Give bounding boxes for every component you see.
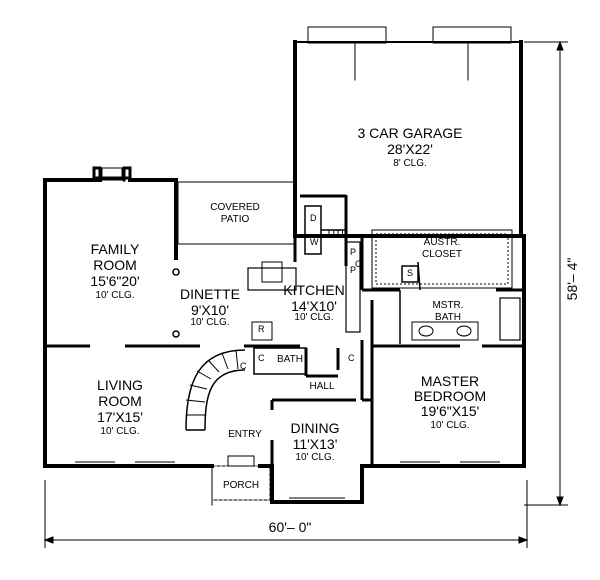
master-bedroom-name-line2: BEDROOM: [413, 388, 487, 404]
master-bedroom-size: 19'6"X15': [420, 403, 480, 419]
living-room-name-line1: LIVING: [97, 377, 143, 393]
master-bath-label-line1: MSTR.: [432, 300, 464, 311]
kitchen-size: 14'X10': [291, 298, 337, 314]
overall-depth-dimension: 58'– 4": [564, 257, 580, 301]
refrigerator-tag: R: [258, 324, 265, 334]
closet-label-line1: AUSTR.: [423, 237, 461, 248]
dining-ceiling: 10' CLG.: [295, 452, 335, 463]
patio-label-line2: PATIO: [220, 214, 250, 225]
washer-tag: W: [310, 237, 319, 247]
bath-closet-tag: C: [258, 353, 265, 363]
patio-label-line1: COVERED: [210, 202, 260, 213]
master-bedroom-ceiling: 10' CLG.: [430, 420, 470, 431]
util-label: UTIL.: [327, 229, 353, 240]
dinette-size: 9'X10': [190, 302, 230, 318]
dinette-name: DINETTE: [180, 286, 240, 302]
garage-size: 28'X22': [387, 141, 433, 157]
living-room-name-line2: ROOM: [98, 393, 142, 409]
family-room-size: 15'6"20': [90, 273, 140, 289]
family-room-name-line1: FAMILY: [90, 241, 140, 257]
garage-ceiling: 8' CLG.: [393, 158, 427, 169]
interior-walls: [45, 194, 524, 502]
kitchen-ceiling: 10' CLG.: [294, 312, 334, 323]
garage-name: 3 CAR GARAGE: [357, 125, 463, 141]
hall-closet-tag: C: [348, 353, 355, 363]
master-bath-label-line2: BATH: [435, 312, 461, 323]
overall-width-dimension: 60'– 0": [268, 519, 312, 535]
pantry-tag-lower: P: [350, 265, 357, 275]
bath-label: BATH: [277, 354, 303, 365]
master-closet-tag: C: [355, 259, 362, 269]
dining-name: DINING: [290, 420, 340, 436]
stair-closet-tag: C: [240, 361, 247, 371]
porch-label: PORCH: [222, 480, 260, 491]
master-bedroom-name-line1: MASTER: [420, 373, 480, 389]
dimension-lines: [43, 40, 568, 548]
entry-label: ENTRY: [228, 429, 262, 440]
family-room-name-line2: ROOM: [93, 257, 137, 273]
closet-label-line2: CLOSET: [421, 249, 462, 260]
dryer-tag: D: [310, 213, 317, 223]
dinette-ceiling: 10' CLG.: [190, 317, 230, 328]
living-room-size: 17'X15': [97, 409, 143, 425]
shower-tag: S: [407, 268, 414, 278]
dining-size: 11'X13': [292, 436, 338, 452]
hall-label: HALL: [309, 381, 335, 392]
living-room-ceiling: 10' CLG.: [100, 426, 140, 437]
family-room-ceiling: 10' CLG.: [95, 290, 135, 301]
pantry-tag-upper: P: [350, 247, 357, 257]
kitchen-name: KITCHEN: [283, 282, 345, 298]
